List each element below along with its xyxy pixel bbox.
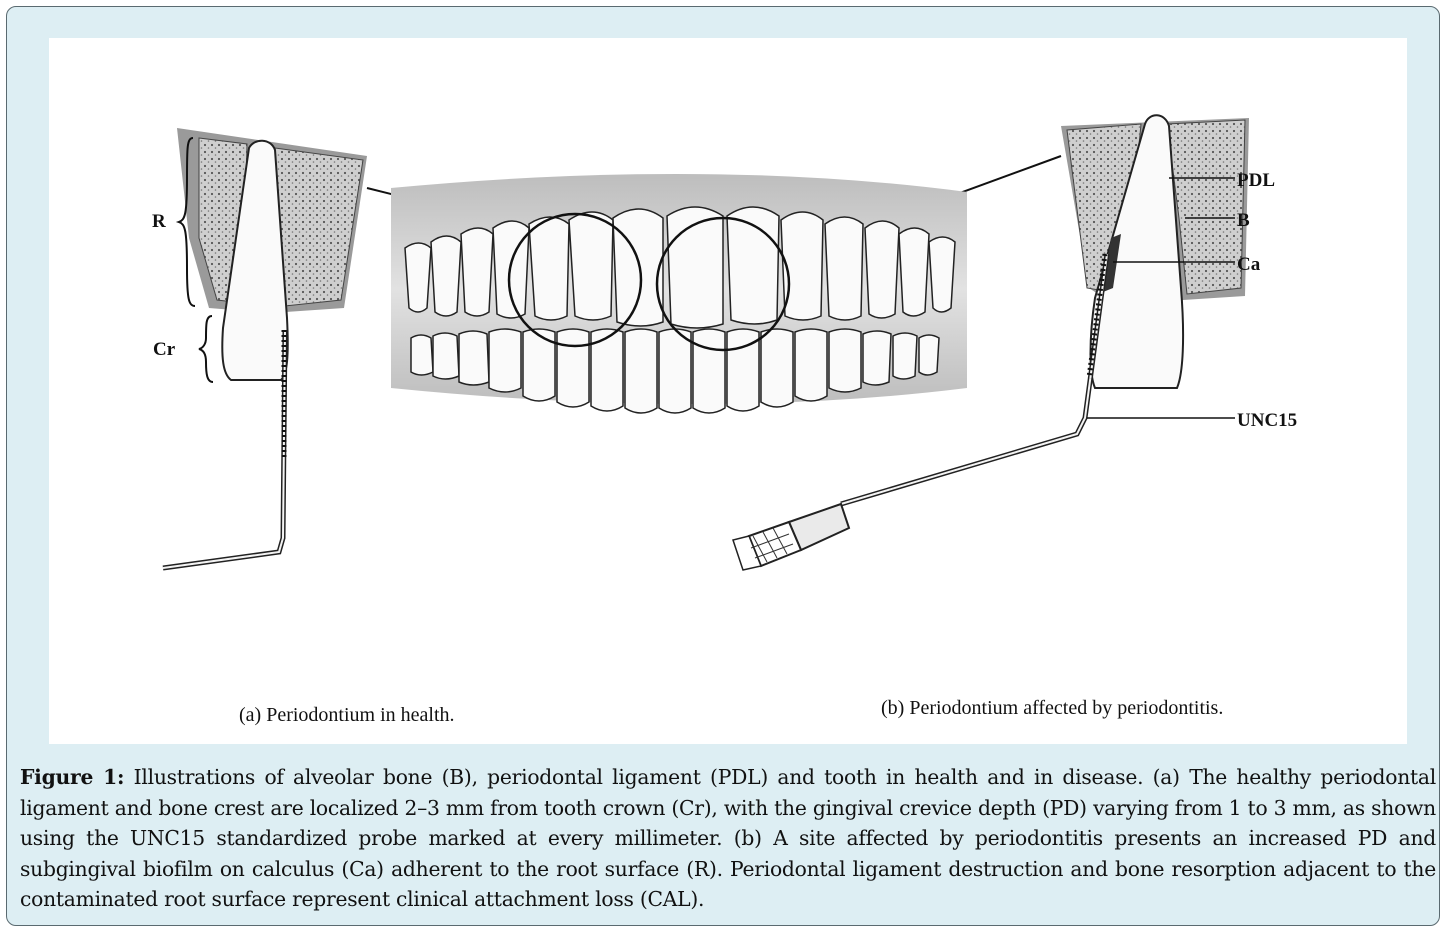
bone-label: B xyxy=(1237,210,1250,231)
crown-bracket xyxy=(199,316,213,382)
alveolar-bone-right-a xyxy=(275,148,363,306)
figure-number: Figure 1: xyxy=(20,765,124,789)
calculus-label: Ca xyxy=(1237,254,1261,275)
subcaption-b: (b) Periodontium affected by periodontit… xyxy=(881,697,1223,720)
unc15-probe-label: UNC15 xyxy=(1237,410,1297,431)
lower-teeth xyxy=(411,329,939,413)
subcaption-a: (a) Periodontium in health. xyxy=(239,704,455,727)
dental-arch-illustration xyxy=(391,174,967,413)
root-label: R xyxy=(152,211,166,232)
crown-label: Cr xyxy=(153,339,176,360)
figure-caption: Figure 1: Illustrations of alveolar bone… xyxy=(20,762,1436,915)
periodontium-illustration: R Cr xyxy=(49,38,1407,744)
figure-illustration: R Cr xyxy=(49,38,1407,744)
pdl-label: PDL xyxy=(1237,170,1275,191)
figure-frame: R Cr xyxy=(6,6,1440,926)
caption-text: Illustrations of alveolar bone (B), peri… xyxy=(20,765,1436,911)
healthy-tooth-diagram: R Cr xyxy=(152,128,367,568)
